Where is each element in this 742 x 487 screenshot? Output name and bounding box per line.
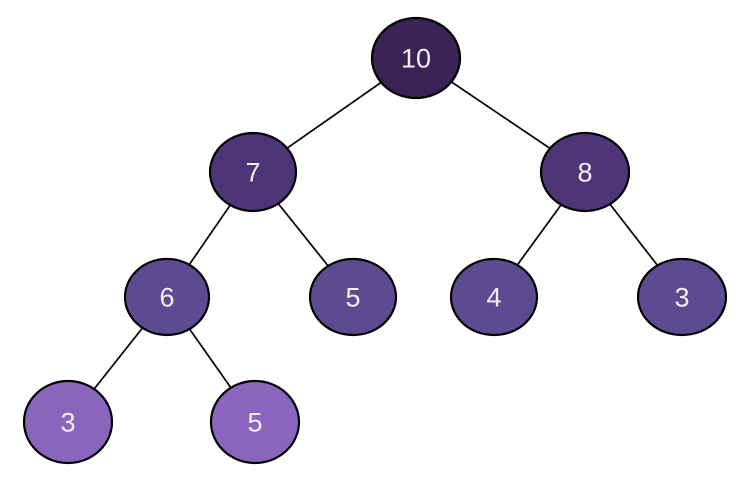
tree-node-LLR: 5 <box>209 379 301 465</box>
tree-node-ellipse <box>539 131 631 213</box>
tree-node-root: 10 <box>370 16 462 100</box>
tree-node-label: 3 <box>674 283 689 313</box>
tree-node-label: 3 <box>60 408 75 438</box>
tree-node-LLL: 3 <box>22 379 114 465</box>
tree-node-label: 7 <box>245 158 260 188</box>
tree-node-ellipse <box>449 257 539 337</box>
tree-node-ellipse <box>22 379 114 465</box>
tree-node-ellipse <box>370 16 462 100</box>
tree-node-LL: 6 <box>123 257 211 337</box>
tree-node-LR: 5 <box>308 257 398 337</box>
tree-node-ellipse <box>208 131 298 213</box>
tree-node-label: 5 <box>345 283 360 313</box>
tree-node-L: 7 <box>208 131 298 213</box>
tree-node-label: 6 <box>159 283 174 313</box>
tree-node-ellipse <box>209 379 301 465</box>
tree-node-label: 10 <box>401 44 431 74</box>
tree-node-R: 8 <box>539 131 631 213</box>
tree-node-ellipse <box>123 257 211 337</box>
tree-node-RR: 3 <box>636 257 728 337</box>
tree-node-label: 8 <box>577 158 592 188</box>
tree-node-label: 5 <box>247 408 262 438</box>
tree-node-label: 4 <box>486 283 501 313</box>
tree-node-ellipse <box>636 257 728 337</box>
tree-node-RL: 4 <box>449 257 539 337</box>
tree-node-ellipse <box>308 257 398 337</box>
